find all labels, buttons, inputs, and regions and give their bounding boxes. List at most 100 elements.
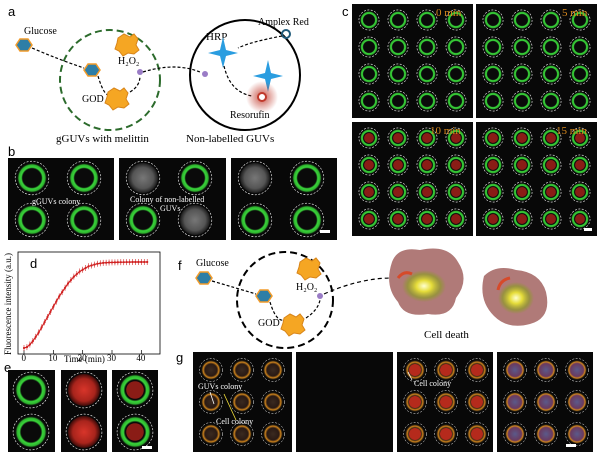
g-cell-0-1-2-outline <box>261 390 285 414</box>
data-point <box>63 286 67 289</box>
c-cell-3-2-1-outline <box>511 181 533 203</box>
b-cell-1-0-outline <box>125 160 161 196</box>
panel-a: a Glucose H₂O₂ GOD gGUVs with melittin H… <box>8 4 309 145</box>
data-point <box>131 260 134 264</box>
g-cell-1-1-1-core <box>440 396 452 408</box>
g-cell-0-2-1-fill <box>232 424 252 444</box>
e-cell-2-1 <box>116 413 154 451</box>
c-cell-0-3-1-ring <box>389 92 407 110</box>
label-cell-colony-2: Cell colony <box>414 379 451 388</box>
c-cell-2-1-3 <box>445 154 467 176</box>
glucose-label: Glucose <box>24 26 57 37</box>
c-cell-3-3-0 <box>482 208 504 230</box>
scale-bar-b <box>320 230 330 233</box>
g-cell-0-1-2-fill <box>263 392 283 412</box>
b-cell-1-2-ring <box>128 205 158 235</box>
g-cell-0-2-1 <box>230 422 254 446</box>
g-cell-0-0-1-outline <box>230 358 254 382</box>
data-point <box>143 260 146 264</box>
c-cell-0-3-3 <box>445 90 467 112</box>
panel-f: f Glucose H₂O₂ GOD Cell death <box>178 248 548 349</box>
c-cell-3-0-0-core <box>488 133 498 143</box>
label-colony-non-labelled: Colony of non-labelled <box>130 195 204 204</box>
g-cell-2-2-0-fill <box>505 424 525 444</box>
c-cell-3-2-3-outline <box>569 181 591 203</box>
scale-bar-g <box>566 444 576 447</box>
g-cell-1-0-0 <box>403 358 427 382</box>
c-cell-2-0-2-outline <box>416 127 438 149</box>
x-tick-label-0: 0 <box>22 353 27 363</box>
data-point <box>46 315 49 319</box>
e-cell-1-0-fill <box>68 374 100 406</box>
g-cell-1-0-2-outline <box>465 358 489 382</box>
f-product-dot-icon <box>317 293 323 299</box>
arrow-glucose-in <box>31 47 85 69</box>
data-point <box>146 260 149 264</box>
c-cell-2-1-3-core <box>451 160 461 170</box>
f-h2o2-blob-icon <box>296 257 322 281</box>
c-cell-0-1-2 <box>416 36 438 58</box>
arrow-amplex-in <box>237 35 283 49</box>
c-cell-3-3-2 <box>540 208 562 230</box>
b-cell-1-2 <box>125 202 161 238</box>
chart-ylabel: Fluorescence intensity (a.u.) <box>3 253 13 355</box>
c-cell-1-2-1 <box>511 63 533 85</box>
b-cell-1-0 <box>125 160 161 196</box>
b-cell-0-3-ring <box>69 205 99 235</box>
c-cell-2-1-2-outline <box>416 154 438 176</box>
g-cell-1-0-2-core <box>471 364 483 376</box>
c-cell-2-3-0-core <box>364 214 374 224</box>
c-cell-3-0-0-outline <box>482 127 504 149</box>
c-cell-2-0-0-outline <box>358 127 380 149</box>
data-point <box>102 261 105 264</box>
c-cell-3-2-2 <box>540 181 562 203</box>
g-cell-0-0-0-fill <box>201 360 221 380</box>
b-cell-0-0 <box>14 160 50 196</box>
data-point <box>125 260 128 264</box>
e-cell-0-1 <box>12 413 50 451</box>
c-cell-2-0-2 <box>416 127 438 149</box>
c-cell-0-2-0-ring <box>360 65 378 83</box>
g-cell-1-2-2-core <box>471 428 483 440</box>
f-glucose-label: Glucose <box>196 258 229 269</box>
g-cell-1-0-1-core <box>440 364 452 376</box>
b-cell-1-1-outline <box>177 160 213 196</box>
g-cell-2-1-2-outline <box>565 390 589 414</box>
c-cell-1-0-0 <box>482 9 504 31</box>
c-cell-0-0-3-ring <box>447 11 465 29</box>
c-cell-1-1-0-outline <box>482 36 504 58</box>
b-cell-0-2 <box>14 202 50 238</box>
c-cell-0-2-1-outline <box>387 63 409 85</box>
chart-points <box>22 260 149 350</box>
f-guv-membrane <box>236 251 334 349</box>
c-cell-2-2-1-core <box>393 187 403 197</box>
c-cell-3-0-2-core <box>546 133 556 143</box>
data-point <box>128 260 131 264</box>
c-cell-2-0-1-outline <box>387 127 409 149</box>
c-cell-1-3-0-ring <box>484 92 502 110</box>
c-cell-1-2-3 <box>569 63 591 85</box>
g-cell-2-2-2-fill <box>567 424 587 444</box>
c-cell-0-3-3-ring <box>447 92 465 110</box>
c-cell-0-3-0-ring <box>360 92 378 110</box>
b-cell-1-1-ring <box>180 163 210 193</box>
c-cell-0-0-0-ring <box>360 11 378 29</box>
amplex-red-label: Amplex Red <box>258 17 309 28</box>
c-cell-1-1-2-outline <box>540 36 562 58</box>
g-cell-2-0-0 <box>503 358 527 382</box>
g-cell-0-1-0-fill <box>201 392 221 412</box>
c-cell-2-2-1 <box>387 181 409 203</box>
data-point <box>31 340 34 343</box>
panel-label-d: d <box>30 256 37 271</box>
label-gguvs-colony: gGUVs colony <box>32 197 80 206</box>
c-cell-0-2-1 <box>387 63 409 85</box>
c-cell-1-3-0 <box>482 90 504 112</box>
c-cell-1-0-3-ring <box>571 11 589 29</box>
data-point <box>28 343 31 346</box>
b-cell-1-3-fill <box>180 205 210 235</box>
c-cell-0-0-2-outline <box>416 9 438 31</box>
time-label-5: 5 min <box>562 7 588 19</box>
hrp-label: HRP <box>206 31 227 43</box>
data-point <box>116 261 119 264</box>
